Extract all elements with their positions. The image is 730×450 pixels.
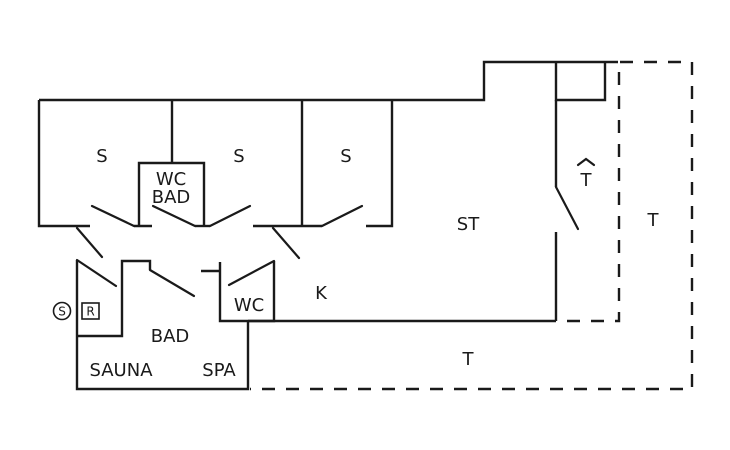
label-bath-upper: BAD bbox=[152, 187, 191, 208]
label-spa: SPA bbox=[202, 360, 236, 381]
outer-wall-left-upper bbox=[37, 100, 90, 228]
door-terrace bbox=[554, 185, 580, 231]
terrace-outer-outline bbox=[250, 60, 694, 391]
sauna-wall-left bbox=[75, 260, 250, 391]
label-bedroom-1: S bbox=[96, 146, 107, 167]
door-wc-lower bbox=[227, 259, 276, 287]
label-bedroom-3: S bbox=[340, 146, 351, 167]
label-kitchen: K bbox=[315, 283, 328, 304]
storage-box bbox=[554, 62, 607, 102]
door-bath bbox=[148, 268, 196, 298]
label-living-room: ST bbox=[457, 214, 480, 235]
door-bedroom-1 bbox=[90, 204, 136, 228]
label-terrace-side: T bbox=[647, 210, 660, 231]
label-wc-lower: WC bbox=[234, 295, 264, 316]
outer-wall-top bbox=[39, 60, 618, 102]
sauna-stove-label: S bbox=[58, 305, 66, 319]
sauna-inner-wall bbox=[77, 259, 152, 338]
label-bedroom-2: S bbox=[233, 146, 244, 167]
label-wc-upper: WC bbox=[156, 169, 186, 190]
sauna-stove-icon bbox=[52, 301, 72, 321]
door-sauna bbox=[75, 258, 118, 288]
label-terrace-access: T bbox=[580, 170, 593, 191]
terrace-access-hat-icon bbox=[576, 157, 596, 167]
label-terrace-front: T bbox=[462, 349, 475, 370]
wc-lower-box bbox=[201, 261, 276, 323]
wall-bedroom-3-right bbox=[366, 100, 394, 228]
door-bedroom-3 bbox=[320, 204, 364, 228]
label-bath: BAD bbox=[151, 326, 190, 347]
door-bedroom-1-hall bbox=[75, 226, 104, 259]
terrace-side-outline bbox=[560, 72, 621, 323]
r-box-icon bbox=[81, 302, 100, 320]
door-kitchen-hall bbox=[271, 226, 301, 260]
door-bedroom-2 bbox=[208, 204, 252, 228]
door-wc-bath-upper bbox=[151, 204, 197, 228]
r-box-label: R bbox=[86, 305, 94, 319]
label-sauna: SAUNA bbox=[89, 360, 153, 381]
wc-bath-upper-box bbox=[137, 161, 206, 226]
